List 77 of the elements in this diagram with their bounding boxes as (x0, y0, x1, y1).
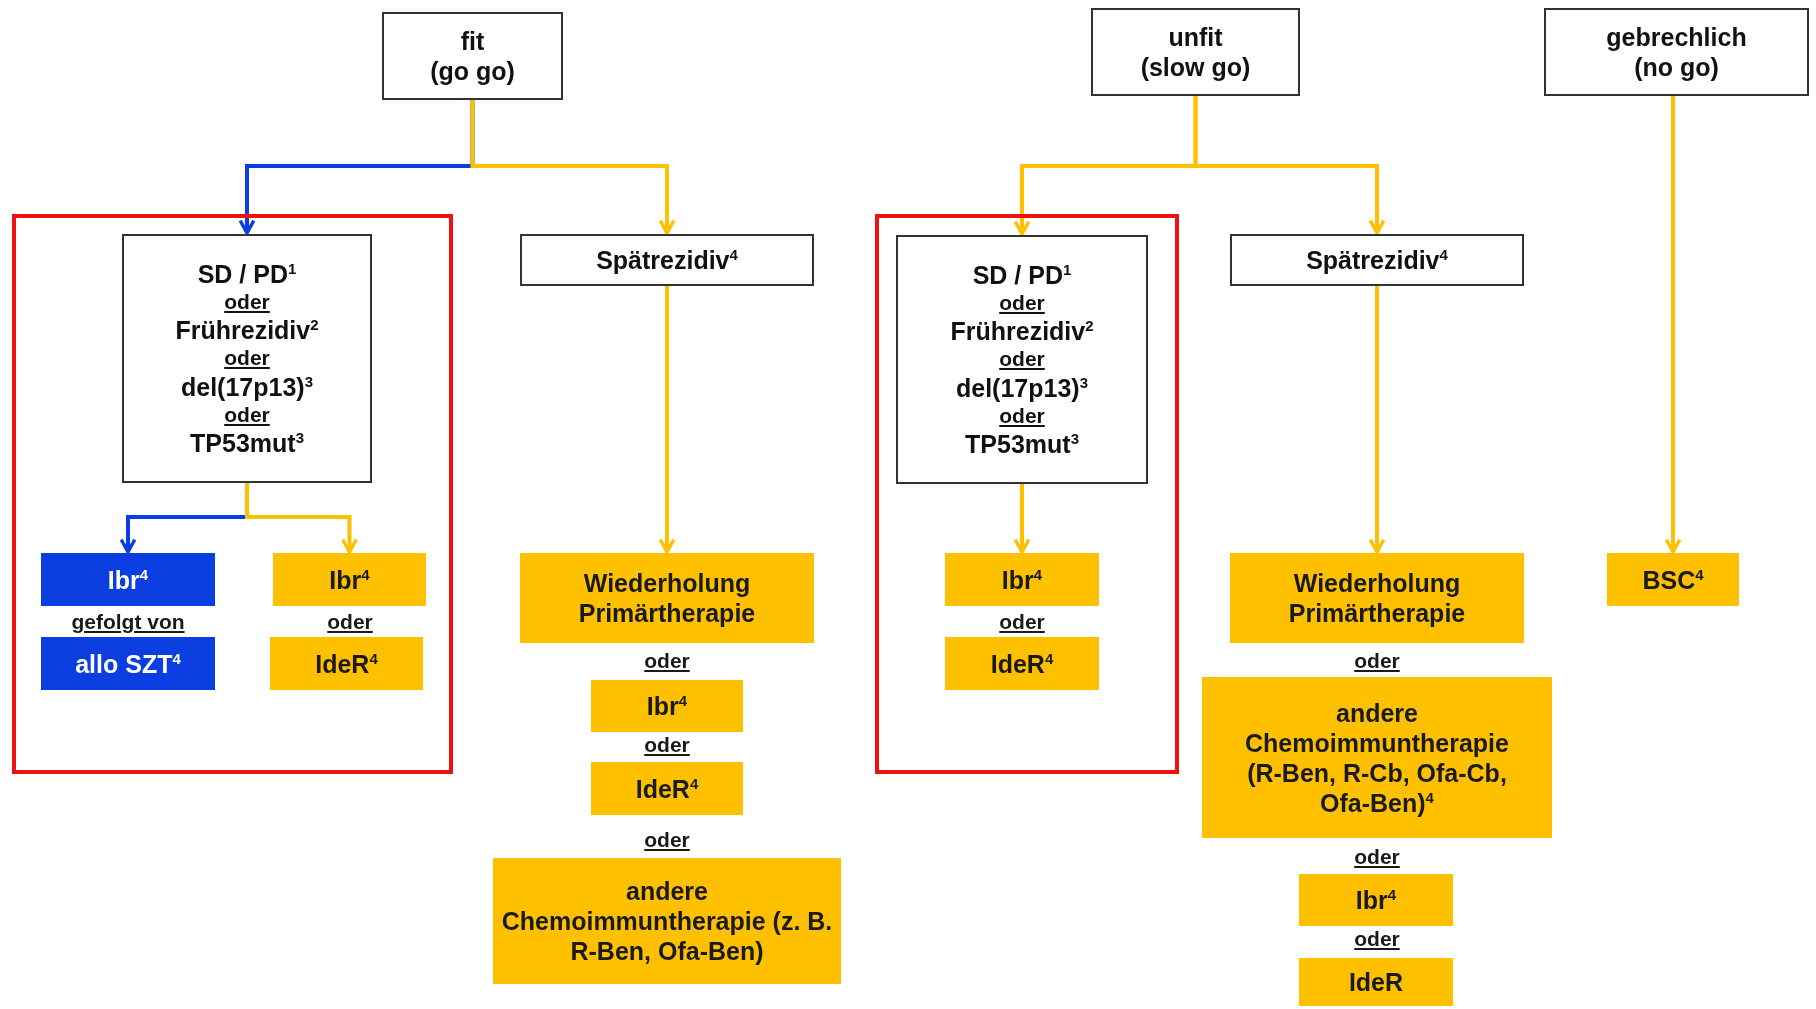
connector-word: oder (1354, 649, 1400, 673)
process-box (896, 235, 1148, 484)
treatment-box (1299, 958, 1453, 1006)
connector-word: oder (223, 289, 271, 316)
node-text: SD / PD$^{1}$ (971, 260, 1073, 291)
node-text: TP53mut$^{3}$ (964, 428, 1080, 459)
arrow (1013, 484, 1031, 554)
node-text: gebrechlich (1605, 22, 1748, 52)
node-text: unfit (1167, 22, 1224, 52)
connector-word: oder (223, 401, 271, 428)
node-text: Frührezidiv$^{2}$ (949, 316, 1095, 347)
node-text: fit (459, 26, 486, 56)
treatment-box (945, 553, 1099, 606)
connector-word: oder (998, 290, 1046, 317)
process-box (382, 12, 563, 100)
connector-phrase: gefolgt von (71, 610, 185, 634)
connector-word: oder (998, 402, 1046, 429)
treatment-box (493, 858, 841, 984)
node-text: (go go) (429, 56, 516, 86)
node-text: SD / PD$^{1}$ (196, 259, 298, 290)
node-text: TP53mut$^{3}$ (189, 427, 305, 458)
arrow (470, 100, 676, 235)
treatment-box (41, 637, 215, 690)
connector-word: oder (999, 610, 1045, 634)
connector-word: oder (998, 346, 1046, 373)
node-text: del(17p13)$^{3}$ (180, 371, 314, 402)
treatment-box (41, 553, 215, 606)
node-text: Ibr$^{4}$ (328, 564, 371, 595)
connector-word: oder (1354, 927, 1400, 951)
node-text: Frührezidiv$^{2}$ (174, 315, 320, 346)
treatment-box (591, 762, 743, 815)
connector-word: oder (327, 610, 373, 634)
group-frame (12, 214, 453, 774)
node-text: BSC$^{4}$ (1641, 564, 1705, 595)
treatment-box (270, 637, 423, 690)
treatment-box (520, 553, 814, 643)
node-text: Spätrezidiv$^{4}$ (595, 245, 739, 275)
process-box (1230, 234, 1524, 286)
node-text: (slow go) (1139, 52, 1252, 82)
treatment-box (591, 680, 743, 732)
treatment-box (1299, 874, 1453, 926)
process-box (520, 234, 814, 286)
treatment-box (1202, 677, 1552, 838)
node-text: Spätrezidiv$^{4}$ (1305, 245, 1449, 275)
arrow (1368, 286, 1386, 554)
process-box (1544, 8, 1809, 96)
node-text: Wiederholung Primärtherapie (1287, 568, 1467, 628)
node-text: andere Chemoimmuntherapie (z. B. R-Ben, Ofa-Ben) (500, 876, 834, 966)
node-text: IdeR$^{4}$ (634, 773, 700, 804)
treatment-box (1230, 553, 1524, 643)
node-text: andere Chemoimmuntherapie (R-Ben, R-Cb, Ofa-Cb, Ofa-Ben)$^{4}$ (1244, 697, 1510, 818)
connector-word: oder (644, 733, 690, 757)
arrow (658, 286, 676, 554)
treatment-box (273, 553, 426, 606)
arrow (1193, 96, 1386, 235)
node-text: Ibr$^{4}$ (106, 564, 150, 595)
node-text: Ibr$^{4}$ (1354, 885, 1398, 915)
node-text: del(17p13)$^{3}$ (955, 372, 1089, 403)
connector-word: oder (223, 345, 271, 372)
arrow (1664, 96, 1682, 554)
node-text: Ibr$^{4}$ (645, 691, 689, 721)
group-frame (875, 214, 1179, 774)
arrow (245, 483, 358, 554)
process-box (1091, 8, 1300, 96)
node-text: Wiederholung Primärtherapie (577, 568, 757, 628)
node-text: Ibr$^{4}$ (1000, 564, 1044, 595)
node-text: IdeR (1347, 967, 1405, 997)
connector-word: oder (1354, 845, 1400, 869)
node-text: (no go) (1633, 52, 1720, 82)
node-text: IdeR$^{4}$ (989, 648, 1055, 679)
process-box (122, 234, 372, 483)
node-text: IdeR$^{4}$ (314, 648, 379, 679)
node-text: allo SZT$^{4}$ (74, 648, 182, 679)
treatment-box (945, 637, 1099, 690)
connector-word: oder (644, 649, 690, 673)
connector-word: oder (644, 828, 690, 852)
treatment-box (1607, 553, 1739, 606)
